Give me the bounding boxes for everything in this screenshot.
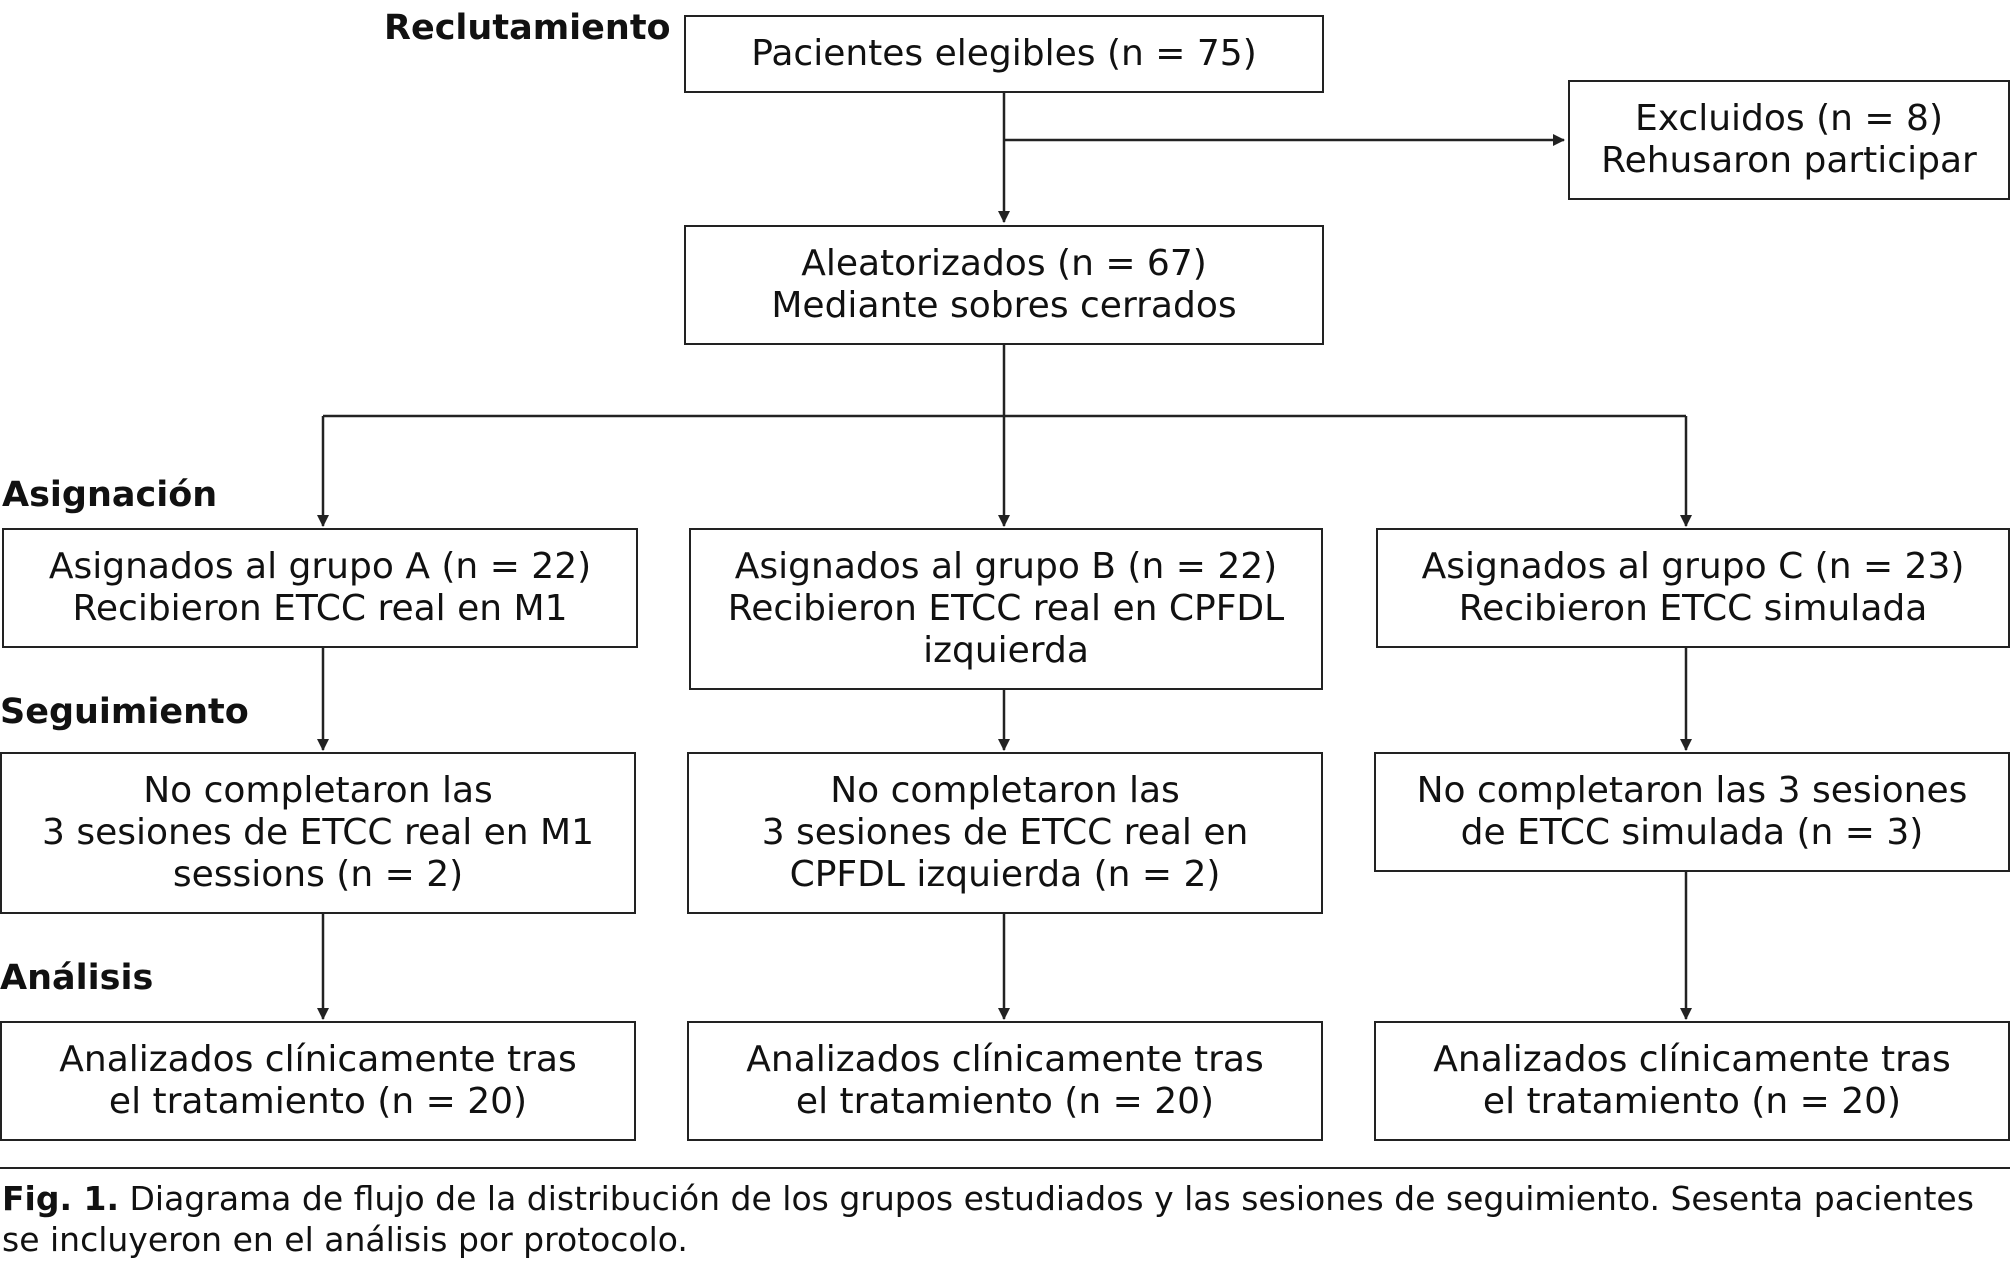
box-line: 3 sesiones de ETCC real en	[761, 812, 1249, 853]
box-line: No completaron las	[830, 770, 1180, 811]
box-line: sessions (n = 2)	[172, 854, 464, 895]
stage-label-follow-up: Seguimiento	[0, 692, 249, 732]
box-line: Rehusaron participar	[1601, 140, 1977, 181]
box-line: Mediante sobres cerrados	[771, 285, 1237, 326]
box-line: Analizados clínicamente tras	[59, 1039, 577, 1080]
stage-label-analysis: Análisis	[0, 958, 154, 998]
box-line: No completaron las	[143, 770, 493, 811]
eligible-patients-box: Pacientes elegibles (n = 75)	[684, 15, 1324, 93]
analysis-b-box: Analizados clínicamente tras el tratamie…	[687, 1021, 1323, 1141]
box-line: Recibieron ETCC simulada	[1458, 588, 1928, 629]
box-line: Analizados clínicamente tras	[1433, 1039, 1951, 1080]
box-line: No completaron las 3 sesiones	[1416, 770, 1968, 811]
box-line: Aleatorizados (n = 67)	[801, 243, 1207, 284]
caption-divider	[0, 1167, 2010, 1169]
box-line: el tratamiento (n = 20)	[108, 1081, 528, 1122]
followup-c-box: No completaron las 3 sesiones de ETCC si…	[1374, 752, 2010, 872]
followup-b-box: No completaron las 3 sesiones de ETCC re…	[687, 752, 1323, 914]
box-line: Asignados al grupo B (n = 22)	[734, 546, 1278, 587]
figure-caption: Fig. 1. Diagrama de flujo de la distribu…	[2, 1178, 2002, 1260]
box-line: Recibieron ETCC real en M1	[72, 588, 568, 629]
box-line: 3 sesiones de ETCC real en M1	[41, 812, 595, 853]
box-line: Asignados al grupo A (n = 22)	[48, 546, 592, 587]
analysis-c-box: Analizados clínicamente tras el tratamie…	[1374, 1021, 2010, 1141]
group-b-box: Asignados al grupo B (n = 22) Recibieron…	[689, 528, 1323, 690]
randomized-box: Aleatorizados (n = 67) Mediante sobres c…	[684, 225, 1324, 345]
caption-text: Diagrama de flujo de la distribución de …	[2, 1179, 1974, 1259]
box-line: CPFDL izquierda (n = 2)	[789, 854, 1221, 895]
group-a-box: Asignados al grupo A (n = 22) Recibieron…	[2, 528, 638, 648]
box-line: Pacientes elegibles (n = 75)	[751, 33, 1257, 74]
followup-a-box: No completaron las 3 sesiones de ETCC re…	[0, 752, 636, 914]
box-line: de ETCC simulada (n = 3)	[1460, 812, 1924, 853]
group-c-box: Asignados al grupo C (n = 23) Recibieron…	[1376, 528, 2010, 648]
stage-label-allocation: Asignación	[2, 475, 218, 515]
excluded-box: Excluidos (n = 8) Rehusaron participar	[1568, 80, 2010, 200]
box-line: Analizados clínicamente tras	[746, 1039, 1264, 1080]
box-line: Excluidos (n = 8)	[1635, 98, 1943, 139]
box-line: el tratamiento (n = 20)	[795, 1081, 1215, 1122]
analysis-a-box: Analizados clínicamente tras el tratamie…	[0, 1021, 636, 1141]
box-line: izquierda	[923, 630, 1089, 671]
box-line: Recibieron ETCC real en CPFDL	[727, 588, 1285, 629]
stage-label-recruitment: Reclutamiento	[384, 8, 671, 48]
box-line: el tratamiento (n = 20)	[1482, 1081, 1902, 1122]
caption-label: Fig. 1.	[2, 1179, 119, 1218]
box-line: Asignados al grupo C (n = 23)	[1421, 546, 1965, 587]
